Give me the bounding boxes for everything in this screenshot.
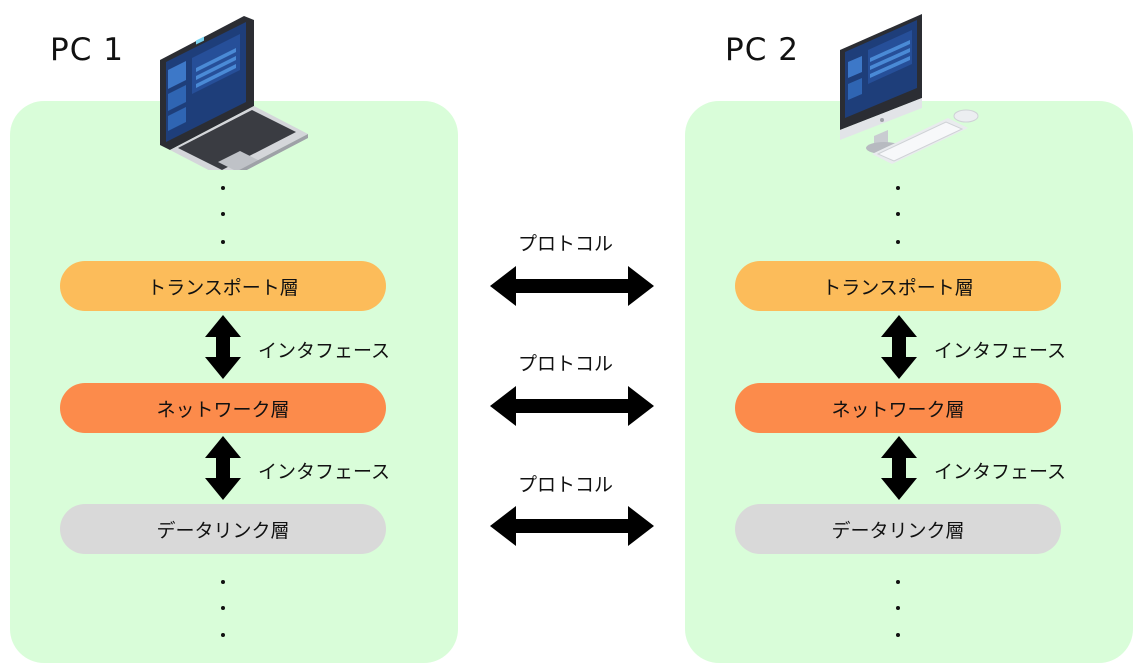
pc1-network-layer: ネットワーク層 [60,383,386,433]
leftright-arrow-icon [490,386,654,426]
leftright-arrow-icon [490,506,654,546]
updown-arrow-icon [881,315,917,379]
pc1-interface-label-1: インタフェース [258,340,391,362]
laptop-icon [160,16,308,170]
ellipsis-dot [221,606,225,610]
protocol-label-1: プロトコル [518,233,614,255]
pc2-transport-layer: トランスポート層 [735,261,1061,311]
pc2-title: PC 2 [725,32,799,68]
ellipsis-dot [896,186,900,190]
ellipsis-dot [221,186,225,190]
pc1-datalink-layer: データリンク層 [60,504,386,554]
pc2-panel [685,101,1133,663]
protocol-label-2: プロトコル [518,353,614,375]
ellipsis-dot [896,633,900,637]
ellipsis-dot [896,240,900,244]
leftright-arrow-icon [490,266,654,306]
updown-arrow-icon [205,315,241,379]
desktop-computer-icon [840,14,979,164]
pc1-title: PC 1 [50,32,124,68]
protocol-label-3: プロトコル [518,474,614,496]
pc1-panel [10,101,458,663]
pc1-transport-layer: トランスポート層 [60,261,386,311]
ellipsis-dot [896,212,900,216]
pc1-interface-label-2: インタフェース [258,461,391,483]
pc2-interface-label-2: インタフェース [934,461,1067,483]
ellipsis-dot [896,606,900,610]
pc2-datalink-layer: データリンク層 [735,504,1061,554]
ellipsis-dot [221,633,225,637]
ellipsis-dot [221,580,225,584]
updown-arrow-icon [205,436,241,500]
ellipsis-dot [896,580,900,584]
pc2-network-layer: ネットワーク層 [735,383,1061,433]
ellipsis-dot [221,240,225,244]
updown-arrow-icon [881,436,917,500]
pc2-interface-label-1: インタフェース [934,340,1067,362]
ellipsis-dot [221,212,225,216]
